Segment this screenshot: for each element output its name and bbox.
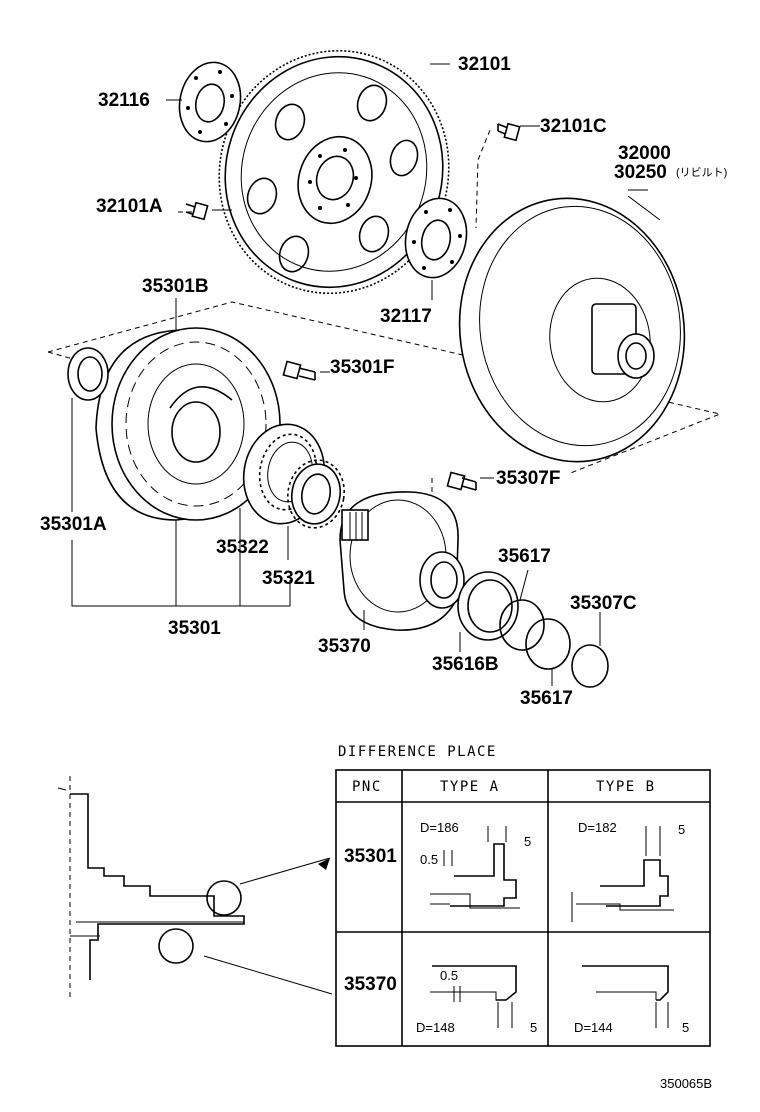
label-32000: 32000 bbox=[618, 143, 671, 164]
dim-35301-b-d: D=182 bbox=[578, 820, 617, 835]
label-30250: 30250 bbox=[614, 162, 667, 183]
label-35307C: 35307C bbox=[570, 593, 637, 614]
spacer-plate-32116 bbox=[178, 61, 242, 143]
column-type-b: TYPE B bbox=[596, 779, 656, 795]
label-35301F: 35301F bbox=[330, 357, 394, 378]
drive-plate-32101 bbox=[218, 49, 450, 295]
label-35321: 35321 bbox=[262, 568, 315, 589]
ring-35617-lower bbox=[525, 618, 571, 670]
detail-35301-type-b bbox=[571, 826, 674, 922]
dim-35301-a-0-5: 0.5 bbox=[420, 852, 438, 867]
ring-35617-upper bbox=[499, 599, 545, 651]
column-type-a: TYPE A bbox=[440, 779, 500, 795]
label-30250-note: (リビルト) bbox=[676, 166, 727, 179]
detail-35301-type-a bbox=[430, 826, 520, 909]
label-35301B: 35301B bbox=[142, 276, 209, 297]
dim-35301-b-5: 5 bbox=[678, 822, 685, 837]
pnc-row-35301: 35301 bbox=[344, 846, 397, 867]
dim-35370-b-5: 5 bbox=[682, 1020, 689, 1035]
label-35617-lower: 35617 bbox=[520, 688, 573, 709]
leader-lines bbox=[71, 63, 661, 686]
dim-35370-b-d: D=144 bbox=[574, 1020, 613, 1035]
ring-35307C bbox=[571, 644, 609, 688]
bolt-32101A bbox=[185, 201, 209, 221]
bolt-35307F bbox=[446, 471, 477, 491]
detail-35370-type-b bbox=[582, 965, 669, 1028]
label-32116: 32116 bbox=[98, 90, 150, 111]
difference-table bbox=[335, 769, 711, 1047]
spacer-plate-32117 bbox=[404, 197, 468, 279]
label-32101C: 32101C bbox=[540, 116, 607, 137]
dim-35370-a-5: 5 bbox=[530, 1020, 537, 1035]
label-35616B: 35616B bbox=[432, 654, 499, 675]
dim-35370-a-0-5: 0.5 bbox=[440, 968, 458, 983]
cross-section-sketch bbox=[57, 776, 333, 1000]
figure-code: 350065B bbox=[660, 1076, 712, 1091]
label-32101: 32101 bbox=[458, 54, 511, 75]
label-35617-upper: 35617 bbox=[498, 546, 551, 567]
label-35301: 35301 bbox=[168, 618, 221, 639]
torque-converter bbox=[458, 197, 686, 463]
pump-body-35301 bbox=[95, 327, 281, 521]
oil-seal-35301A bbox=[67, 347, 109, 401]
difference-title: DIFFERENCE PLACE bbox=[338, 744, 497, 760]
label-32101A: 32101A bbox=[96, 196, 163, 217]
label-35322: 35322 bbox=[216, 537, 269, 558]
bolt-32101C bbox=[497, 122, 521, 142]
pnc-row-35370: 35370 bbox=[344, 974, 397, 995]
label-35301A: 35301A bbox=[40, 514, 107, 535]
detail-35370-type-a bbox=[430, 965, 517, 1028]
dim-35301-a-5: 5 bbox=[524, 834, 531, 849]
dim-35301-a-d: D=186 bbox=[420, 820, 459, 835]
gear-35321 bbox=[287, 459, 345, 529]
dim-35370-a-d: D=148 bbox=[416, 1020, 455, 1035]
column-pnc: PNC bbox=[352, 779, 382, 795]
bolt-35301F bbox=[282, 360, 316, 381]
label-35370: 35370 bbox=[318, 636, 371, 657]
label-32117: 32117 bbox=[380, 306, 432, 327]
ring-35616B bbox=[457, 571, 519, 641]
stator-shaft-35370 bbox=[339, 491, 465, 631]
label-35307F: 35307F bbox=[496, 468, 560, 489]
